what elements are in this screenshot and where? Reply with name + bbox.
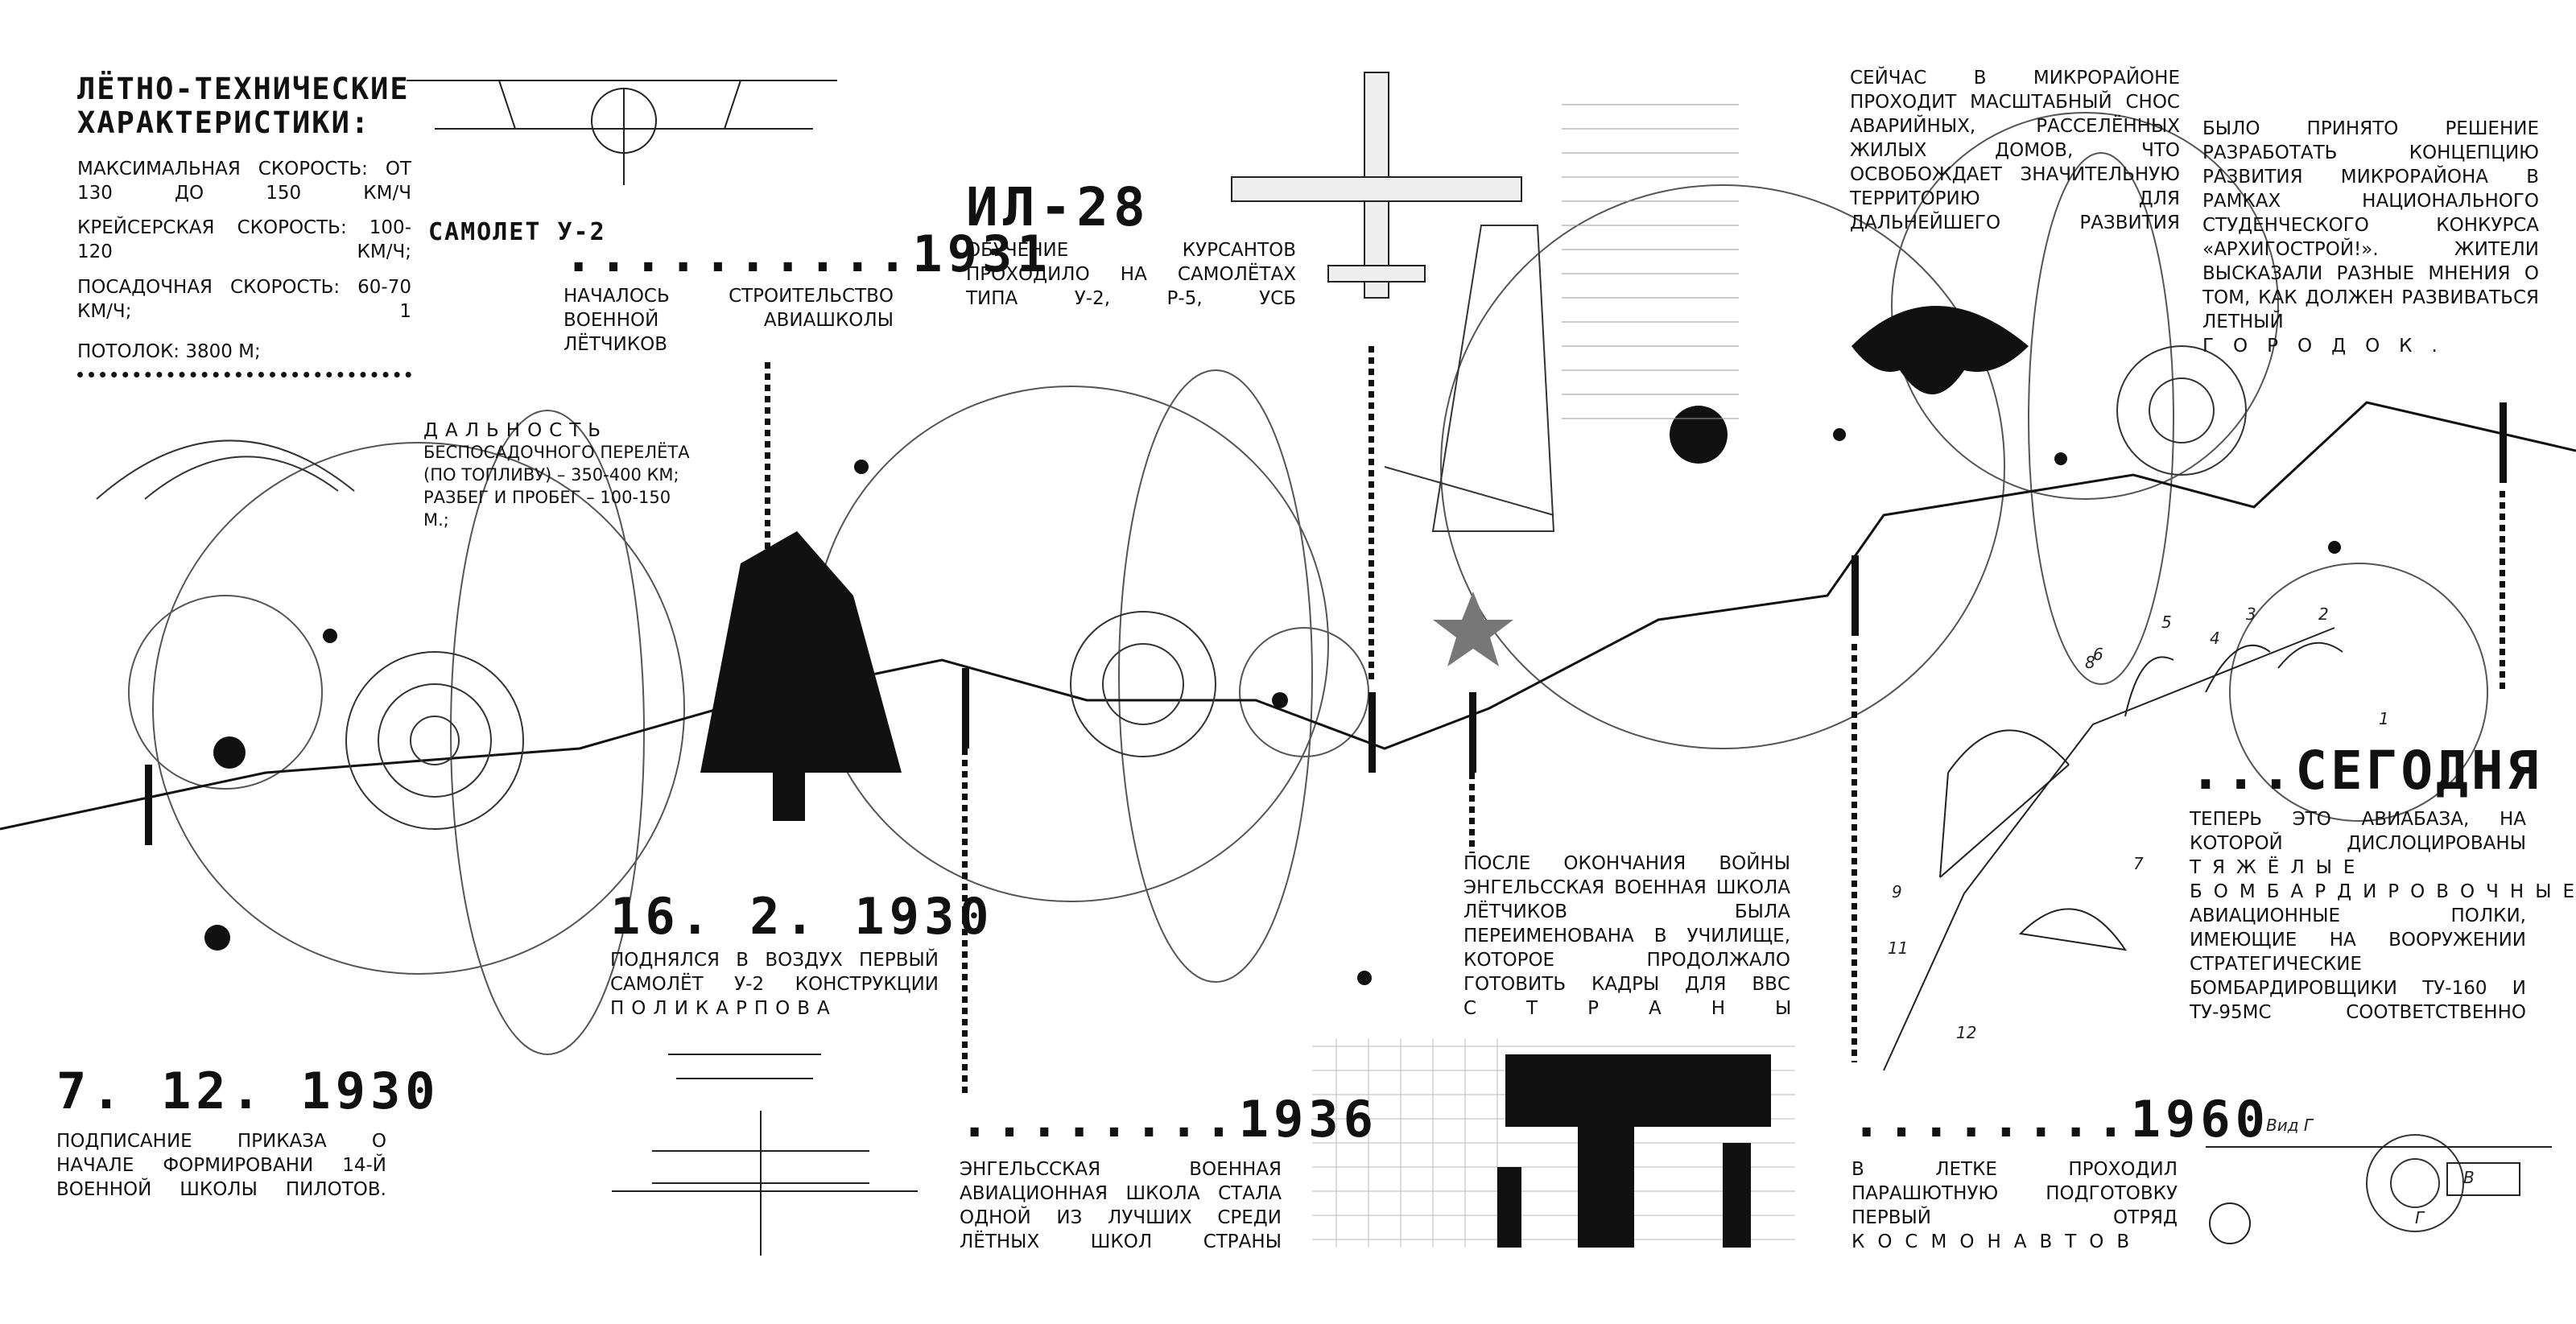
label-3: 3 bbox=[2246, 604, 2256, 624]
timeline-dot bbox=[2328, 541, 2341, 554]
label-1: 1 bbox=[2379, 709, 2389, 728]
orbit-circle bbox=[2229, 563, 2488, 822]
label-12: 12 bbox=[1956, 1023, 1976, 1042]
event-16-2-1930-text: ПОДНЯЛСЯ В ВОЗДУХ ПЕРВЫЙ САМОЛЁТ У-2 КОН… bbox=[610, 950, 939, 995]
label-8: 8 bbox=[2085, 653, 2095, 672]
today-spaced: ТЯЖЁЛЫЕ БОМБАРДИРОВОЧНЫЕ bbox=[2190, 857, 2576, 902]
orbit-circle bbox=[152, 442, 685, 975]
data-table-drawing bbox=[1562, 104, 1739, 419]
concept-text: БЫЛО ПРИНЯТО РЕШЕНИЕ РАЗРАБОТАТЬ КОНЦЕПЦ… bbox=[2202, 118, 2539, 332]
event-1931-text: НАЧАЛОСЬ СТРОИТЕЛЬСТВО ВОЕННОЙ АВИАШКОЛЫ… bbox=[564, 286, 894, 355]
orbit-circle bbox=[128, 595, 323, 790]
label-6: 6 bbox=[2093, 645, 2103, 664]
timeline-marker bbox=[962, 668, 969, 749]
today-heading: ...СЕГОДНЯ bbox=[2190, 740, 2542, 802]
label-5: 5 bbox=[2161, 613, 2172, 632]
year-1931: ..........1931 bbox=[564, 225, 1052, 283]
today-text: ТЕПЕРЬ ЭТО АВИАБАЗА, НА КОТОРОЙ ДИСЛОЦИР… bbox=[2190, 809, 2526, 854]
event-1936-text: ЭНГЕЛЬССКАЯ ВОЕННАЯ АВИАЦИОННАЯ ШКОЛА СТ… bbox=[960, 1159, 1282, 1252]
orbit-ellipse bbox=[450, 410, 645, 1055]
orbit-circle bbox=[1891, 112, 2279, 500]
timeline-dot bbox=[213, 736, 246, 769]
orbit-circle bbox=[1440, 184, 2005, 749]
year-1960: ........1960 bbox=[1852, 1090, 2270, 1149]
star-icon bbox=[1433, 592, 1513, 666]
parachute-silhouette bbox=[1852, 306, 2029, 394]
tree-silhouette bbox=[700, 531, 902, 821]
label-11: 11 bbox=[1888, 938, 1908, 958]
dashed-marker bbox=[1852, 644, 1857, 1062]
label-view: Вид Г bbox=[2266, 1116, 2314, 1135]
date-7-12-1930: 7. 12. 1930 bbox=[56, 1062, 440, 1120]
tail-fin-drawing bbox=[1384, 225, 1555, 532]
orbit-ellipse bbox=[2028, 152, 2174, 685]
spec-range-word: ДАЛЬНОСТЬ bbox=[423, 420, 609, 441]
year-1936: ........1936 bbox=[960, 1090, 1378, 1149]
timeline-marker bbox=[145, 765, 152, 845]
biplane-drawing bbox=[407, 80, 837, 185]
event-16-2-1930-spaced: ПОЛИКАРПОВА bbox=[610, 998, 837, 1019]
il28-label: ИЛ-28 bbox=[966, 176, 1150, 238]
label-b: В bbox=[2463, 1168, 2475, 1187]
timeline-dot bbox=[323, 629, 337, 643]
dotted-divider bbox=[77, 372, 411, 377]
spec-landing-speed: ПОСАДОЧНАЯ СКОРОСТЬ: 60-70 КМ/Ч; 1 bbox=[77, 277, 411, 322]
spec-cruise-speed: КРЕЙСЕРСКАЯ СКОРОСТЬ: 100-120 КМ/Ч; bbox=[77, 217, 411, 262]
event-1960-text: В ЛЕТКЕ ПРОХОДИЛ ПАРАШЮТНУЮ ПОДГОТОВКУ П… bbox=[1852, 1159, 2178, 1228]
spec-range: БЕСПОСАДОЧНОГО ПЕРЕЛЁТА (ПО ТОПЛИВУ) – 3… bbox=[423, 443, 690, 530]
training-text: ОБУЧЕНИЕ КУРСАНТОВ ПРОХОДИЛО НА САМОЛЁТА… bbox=[966, 240, 1296, 309]
orbit-ellipse bbox=[1118, 369, 1313, 983]
timeline-dot bbox=[1833, 428, 1846, 441]
biplane-small-drawing bbox=[612, 1054, 918, 1256]
postwar-spaced: СТРАНЫ bbox=[1463, 998, 1842, 1019]
label-4: 4 bbox=[2210, 629, 2220, 648]
timeline-dot bbox=[2054, 452, 2067, 465]
postwar-text: ПОСЛЕ ОКОНЧАНИЯ ВОЙНЫ ЭНГЕЛЬССКАЯ ВОЕННА… bbox=[1463, 853, 1790, 995]
dashed-marker bbox=[962, 749, 968, 1095]
landing-gear-drawing bbox=[2206, 1146, 2552, 1244]
label-9: 9 bbox=[1892, 882, 1902, 901]
timeline-dot bbox=[204, 925, 230, 951]
dashed-marker bbox=[765, 362, 770, 571]
event-1960-spaced: КОСМОНАВТОВ bbox=[1852, 1231, 2143, 1252]
timeline-marker bbox=[1469, 692, 1476, 773]
today-text2: АВИАЦИОННЫЕ ПОЛКИ, ИМЕЮЩИЕ НА ВООРУЖЕНИИ… bbox=[2190, 905, 2526, 1023]
spec-max-speed: МАКСИМАЛЬНАЯ СКОРОСТЬ: ОТ 130 ДО 150 КМ/… bbox=[77, 159, 411, 204]
il28-drawing bbox=[1231, 72, 1522, 299]
label-2: 2 bbox=[2318, 604, 2329, 624]
concept-spaced: ГОРОДОК. bbox=[2202, 336, 2457, 357]
timeline-dot bbox=[1357, 971, 1372, 985]
turbine-drawing bbox=[96, 345, 2464, 1232]
dashed-marker bbox=[1368, 346, 1374, 684]
timeline-dot bbox=[1670, 406, 1728, 464]
timeline-dot bbox=[854, 460, 869, 474]
event-7-12-1930-text: ПОДПИСАНИЕ ПРИКАЗА О НАЧАЛЕ ФОРМИРОВАНИ … bbox=[56, 1131, 386, 1200]
timeline-line bbox=[0, 401, 2576, 831]
timeline-dot bbox=[1272, 692, 1288, 708]
date-16-2-1930: 16. 2. 1930 bbox=[610, 887, 994, 946]
orbit-circle bbox=[812, 386, 1329, 902]
orbit-circle bbox=[1239, 627, 1369, 757]
u2-label: САМОЛЕТ У-2 bbox=[428, 218, 606, 246]
dashed-marker bbox=[1469, 773, 1475, 853]
label-7: 7 bbox=[2133, 854, 2144, 873]
specs-title-line1: ЛЁТНО-ТЕХНИЧЕСКИЕ bbox=[77, 72, 410, 106]
demolition-text: СЕЙЧАС В МИКРОРАЙОНЕ ПРОХОДИТ МАСШТАБНЫЙ… bbox=[1850, 68, 2180, 233]
label-g: Г bbox=[2415, 1208, 2425, 1227]
dashed-marker bbox=[2500, 491, 2505, 692]
spec-ceiling: ПОТОЛОК: 3800 М; bbox=[77, 341, 261, 362]
specs-title-line2: ХАРАКТЕРИСТИКИ: bbox=[77, 105, 371, 140]
building-silhouette bbox=[1497, 1054, 1771, 1248]
parachute-drawings bbox=[1883, 627, 2343, 1071]
timeline-marker bbox=[1368, 692, 1376, 773]
timeline-marker bbox=[2500, 402, 2507, 483]
timeline-marker bbox=[1852, 555, 1859, 636]
